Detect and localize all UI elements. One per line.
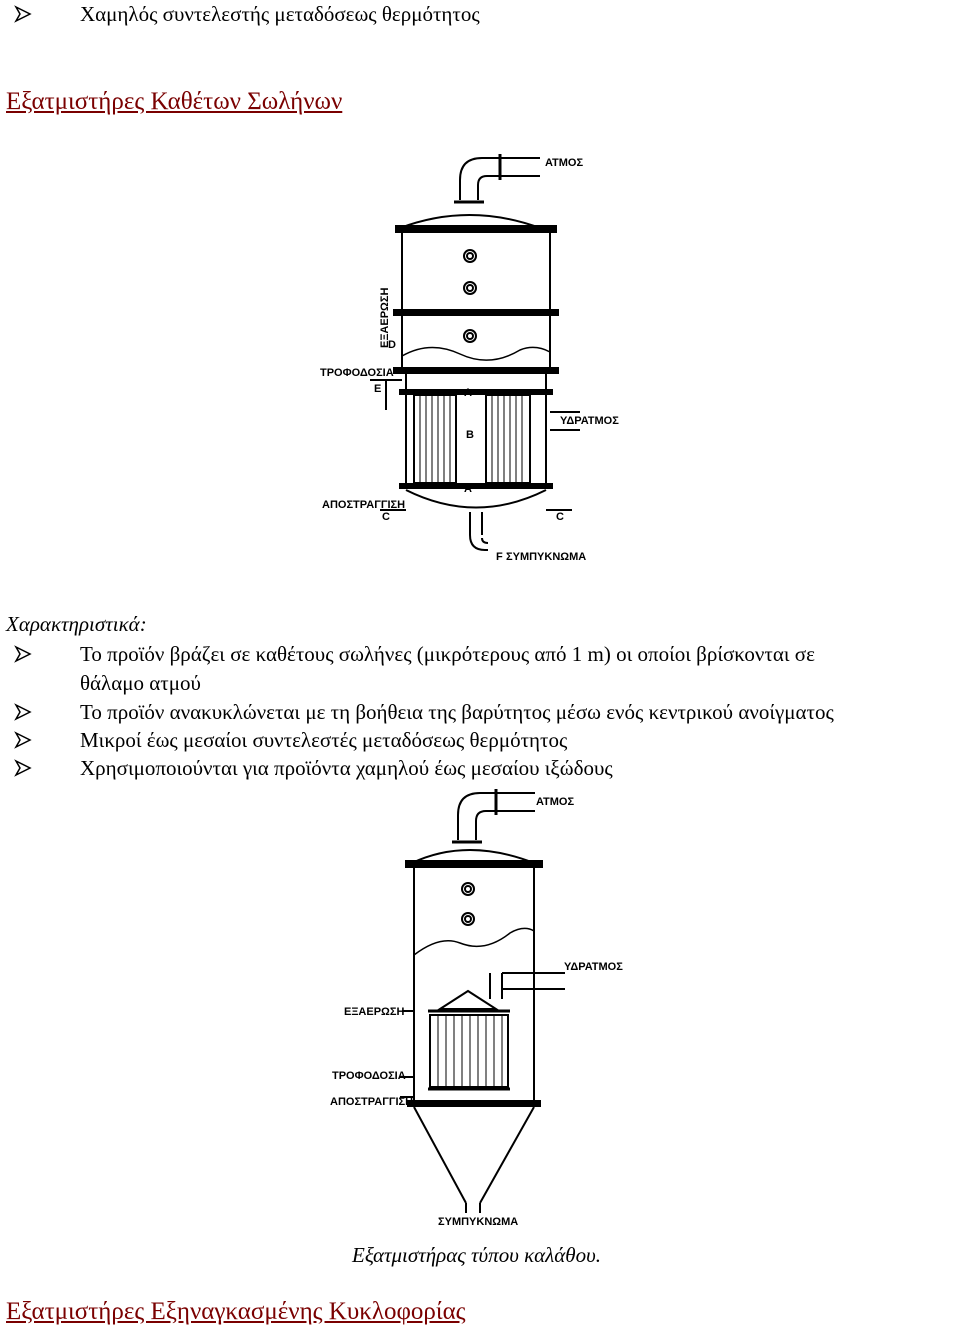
arrowhead-bullet-icon [14, 5, 32, 23]
arrowhead-bullet-icon [14, 703, 32, 721]
label-apostraggisi: ΑΠΟΣΤΡΑΓΓΙΣΗ [322, 499, 405, 511]
figure-caption: Εξατμιστήρας τύπου καλάθου. [352, 1243, 602, 1267]
label-sympyknoma: ΣΥΜΠΥΚΝΩΜΑ [506, 551, 586, 563]
characteristics-label: Χαρακτηριστικά: [6, 612, 147, 636]
label-ydratmos: ΥΔΡΑΤΜΟΣ [564, 961, 623, 973]
bullet-item: Χρησιμοποιούνται για προϊόντα χαμηλού έω… [80, 756, 613, 780]
letter-b: B [466, 429, 474, 441]
arrowhead-bullet-icon [14, 731, 32, 749]
section-heading-vertical-tube: Εξατμιστήρες Καθέτων Σωλήνων [6, 88, 343, 115]
letter-c-right: C [556, 511, 564, 523]
arrowhead-bullet-icon [14, 759, 32, 777]
vertical-tube-evaporator-diagram: ΑΤΜΟΣ ΤΡΟΦΟΔΟΣΙΑ ΥΔΡΑΤΜΟΣ ΑΠΟΣΤΡΑΓΓΙΣΗ Σ… [310, 140, 630, 590]
label-exaerosi: ΕΞΑΕΡΩΣΗ [379, 288, 391, 348]
label-ydratmos: ΥΔΡΑΤΜΟΣ [560, 415, 619, 427]
bullet-item: Το προϊόν βράζει σε καθέτους σωλήνες (μι… [80, 642, 815, 666]
basket-evaporator-diagram: ΑΤΜΟΣ ΥΔΡΑΤΜΟΣ ΕΞΑΕΡΩΣΗ ΤΡΟΦΟΔΟΣΙΑ ΑΠΟΣΤ… [320, 785, 640, 1235]
label-trofodosia: ΤΡΟΦΟΔΟΣΙΑ [320, 367, 394, 379]
letter-f: F [496, 551, 503, 563]
label-atmos: ΑΤΜΟΣ [545, 157, 583, 169]
letter-d: D [388, 339, 396, 351]
label-apostraggisi: ΑΠΟΣΤΡΑΓΓΙΣΗ [330, 1096, 413, 1108]
label-exaerosi: ΕΞΑΕΡΩΣΗ [344, 1006, 404, 1018]
bullet-low-coefficient: Χαμηλός συντελεστής μεταδόσεως θερμότητο… [80, 2, 480, 26]
label-trofodosia: ΤΡΟΦΟΔΟΣΙΑ [332, 1070, 406, 1082]
letter-c-left: C [382, 511, 390, 523]
label-atmos: ΑΤΜΟΣ [536, 796, 574, 808]
section-heading-forced-circulation: Εξατμιστήρες Εξηναγκασμένης Κυκλοφορίας [6, 1298, 466, 1325]
letter-a-top: A [464, 387, 472, 399]
bullet-item: Μικροί έως μεσαίοι συντελεστές μεταδόσεω… [80, 728, 568, 752]
bullet-item: Το προϊόν ανακυκλώνεται με τη βοήθεια τη… [80, 700, 834, 724]
label-sympyknoma: ΣΥΜΠΥΚΝΩΜΑ [438, 1216, 518, 1228]
arrowhead-bullet-icon [14, 645, 32, 663]
letter-e: E [374, 383, 381, 395]
letter-a-bottom: A [464, 483, 472, 495]
bullet-item-continuation: θάλαμο ατμού [80, 671, 201, 695]
